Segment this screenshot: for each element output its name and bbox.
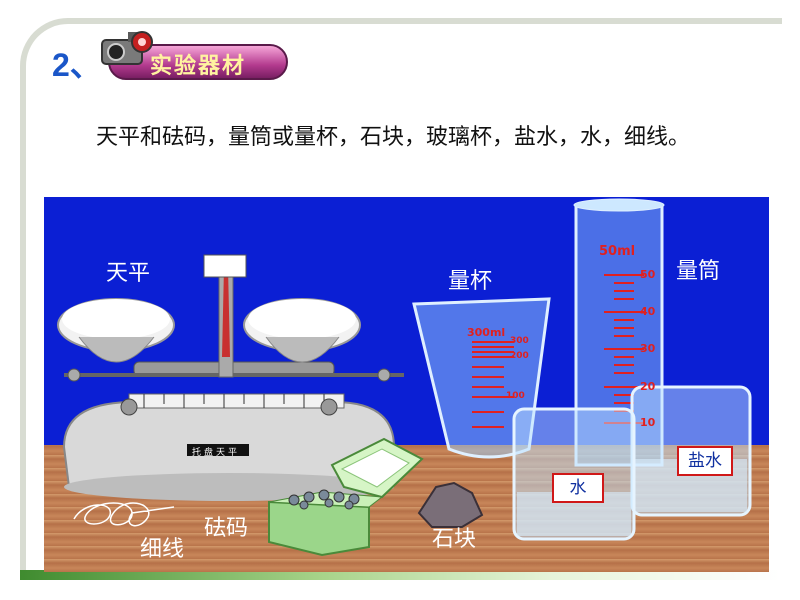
section-title: 实验器材 xyxy=(150,53,247,79)
bottom-decor-bar xyxy=(20,570,780,580)
thread-icon xyxy=(73,502,175,527)
cup-mark-300ml: 300ml xyxy=(467,326,506,339)
thread-label: 细线 xyxy=(140,537,185,562)
cylinder-tick-50: 50 xyxy=(640,268,656,281)
stone-icon xyxy=(417,481,484,528)
water-tag: 水 xyxy=(552,473,604,503)
cup-tick-100: 100 xyxy=(506,391,525,401)
cup-tick-300: 300 xyxy=(510,336,529,346)
cylinder-tick-40: 40 xyxy=(640,305,656,318)
cylinder-tick-30: 30 xyxy=(640,342,656,355)
cylinder-tick-10: 10 xyxy=(640,416,656,429)
slide-frame xyxy=(20,18,782,578)
weights-label: 砝码 xyxy=(204,516,249,541)
apparatus-drawing xyxy=(57,198,752,557)
cylinder-label: 量筒 xyxy=(676,259,721,284)
measuring-cup-label: 量杯 xyxy=(448,269,493,294)
cup-tick-200: 200 xyxy=(510,351,529,361)
balance-icon xyxy=(57,254,404,501)
weights-box-icon xyxy=(268,437,424,557)
materials-paragraph: 天平和砝码，量筒或量杯，石块，玻璃杯，盐水，水，细线。 xyxy=(96,125,691,150)
balance-label: 天平 xyxy=(106,261,151,286)
stone-label: 石块 xyxy=(432,527,477,552)
apparatus-scene: 天平 托盘天平 量杯 300ml 300 200 100 量筒 50ml 50 … xyxy=(44,197,769,572)
cylinder-tick-20: 20 xyxy=(640,380,656,393)
balance-plate-text: 托盘天平 xyxy=(192,448,241,458)
camera-icon xyxy=(101,31,153,65)
section-number: 2、 xyxy=(52,47,102,83)
cylinder-top-mark: 50ml xyxy=(599,244,636,259)
saltwater-tag: 盐水 xyxy=(677,446,733,476)
